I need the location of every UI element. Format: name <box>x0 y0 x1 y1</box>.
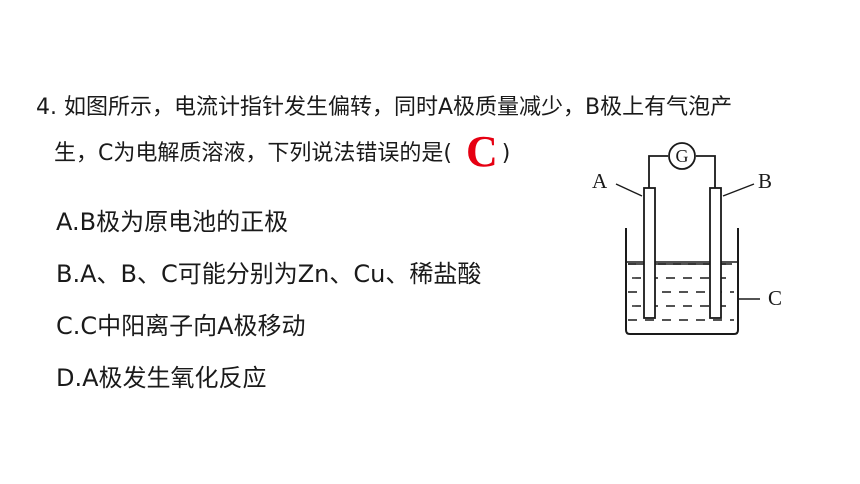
galvanic-cell-diagram: G A B C <box>584 136 794 342</box>
cell-diagram-svg: G A B C <box>592 142 782 335</box>
label-a: A <box>592 169 608 193</box>
leader-b <box>722 183 755 197</box>
option-a: A.B极为原电池的正极 <box>56 208 289 236</box>
wire-b <box>696 155 716 188</box>
beaker <box>625 228 739 335</box>
label-b: B <box>758 169 772 193</box>
question-line-2: 生，C为电解质溶液，下列说法错误的是( C) <box>36 130 826 176</box>
wire-a <box>648 155 668 188</box>
options-list: A.B极为原电池的正极 B.A、B、C可能分别为Zn、Cu、稀盐酸 C.C中阳离… <box>56 196 481 404</box>
answer-mark: C <box>465 127 498 176</box>
leader-a <box>615 183 643 197</box>
galvanometer-label: G <box>676 146 689 166</box>
option-b: B.A、B、C可能分别为Zn、Cu、稀盐酸 <box>56 260 482 288</box>
option-c: C.C中阳离子向A极移动 <box>56 312 306 340</box>
option-d: D.A极发生氧化反应 <box>56 364 267 392</box>
galvanometer-icon <box>668 142 696 170</box>
question-close-paren: ) <box>501 141 511 166</box>
question-stem: 4. 如图所示，电流计指针发生偏转，同时A极质量减少，B极上有气泡产 生，C为电… <box>36 86 826 176</box>
electrode-a <box>643 187 656 319</box>
label-c: C <box>768 286 782 310</box>
electrode-b <box>709 187 722 319</box>
question-line-1: 4. 如图所示，电流计指针发生偏转，同时A极质量减少，B极上有气泡产 <box>36 95 733 120</box>
question-line-2-text: 生，C为电解质溶液，下列说法错误的是( <box>54 141 452 166</box>
